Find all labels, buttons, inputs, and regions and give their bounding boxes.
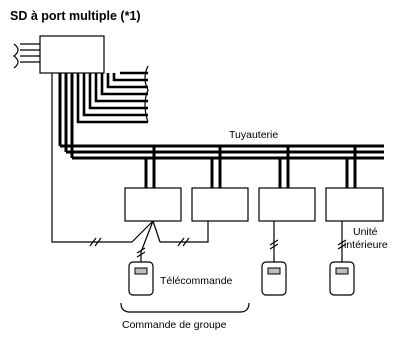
indoor-unit-3 [258,187,316,222]
sd-branch-pipe [82,73,148,117]
main-piping [60,144,384,160]
sd-branch-pipe [88,73,148,110]
indoor-unit-label-line1: Unité [353,226,378,238]
indoor-unit-2 [191,187,249,222]
sd-branch-pipe [100,73,148,96]
indoor-unit-label-line2: intérieure [344,239,388,251]
sd-branch-pipe [106,73,148,89]
sd-branch-pipes [58,65,149,158]
remote-control-3 [329,261,355,296]
piping-label: Tuyauterie [229,129,278,141]
group-bracket [120,302,250,313]
wire-break-marks [89,237,347,258]
sd-control-wire [51,73,132,243]
sd-branch-pipe [76,73,148,124]
group-control-wiring [131,220,343,262]
remote-control-label: Télécommande [160,275,233,287]
indoor-unit-drops [144,146,357,188]
sd-multiport-box [39,35,105,74]
remote-control-2 [261,261,287,296]
sd-inlet-pipes [13,43,40,69]
remote-control-1 [128,261,154,296]
indoor-unit-1 [124,187,182,222]
sd-branch-break [144,65,149,123]
diagram-title: SD à port multiple (*1) [10,9,141,23]
indoor-unit-4 [325,187,384,222]
group-control-label: Commande de groupe [122,319,227,331]
sd-branch-pipe [112,73,148,82]
sd-branch-pipe [94,73,148,103]
